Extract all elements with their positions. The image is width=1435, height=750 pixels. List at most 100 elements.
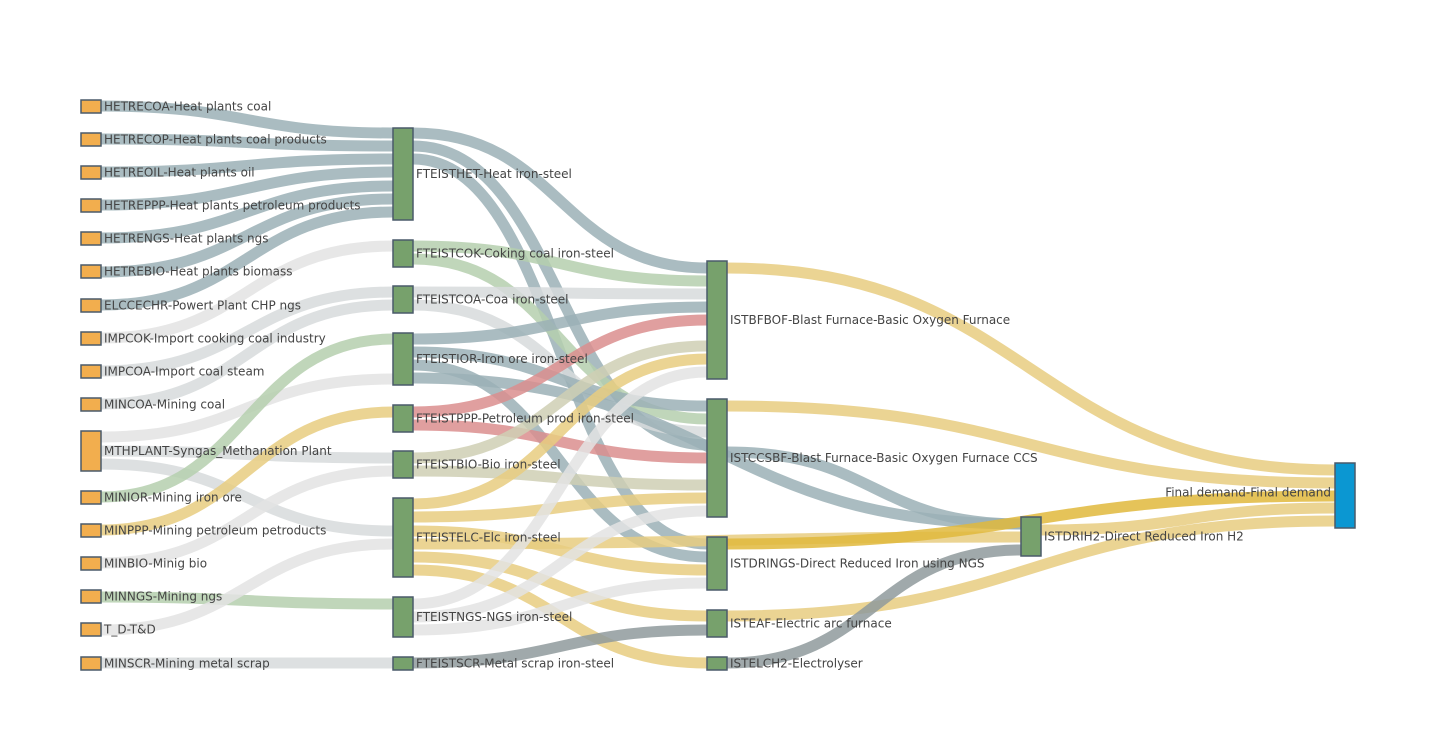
link-hetreppp-to-fteisthet[interactable] bbox=[100, 166, 394, 211]
node-rect-fteistior[interactable] bbox=[392, 332, 414, 386]
link-istbfbof-to-final[interactable] bbox=[726, 262, 1336, 476]
node-rect-minior[interactable] bbox=[80, 490, 102, 505]
node-rect-fteistelc[interactable] bbox=[392, 497, 414, 578]
node-fteisthet[interactable]: FTEISTHET-Heat iron-steel bbox=[392, 127, 572, 221]
node-rect-hetrecop[interactable] bbox=[80, 132, 102, 147]
node-minppp[interactable]: MINPPP-Mining petroleum petroducts bbox=[80, 523, 326, 538]
node-impcok[interactable]: IMPCOK-Import cooking coal industry bbox=[80, 331, 326, 346]
node-minior[interactable]: MINIOR-Mining iron ore bbox=[80, 490, 242, 505]
node-rect-hetrengs[interactable] bbox=[80, 231, 102, 246]
node-rect-fteistppp[interactable] bbox=[392, 404, 414, 433]
node-rect-isteaf[interactable] bbox=[706, 609, 728, 638]
node-rect-istdrih2[interactable] bbox=[1020, 516, 1042, 557]
link-hetreoil-to-fteisthet[interactable] bbox=[100, 153, 394, 178]
link-fteisthet-to-istbfbof[interactable] bbox=[412, 127, 708, 274]
node-rect-minscr[interactable] bbox=[80, 656, 102, 671]
link-impcoa-to-fteistcoa[interactable] bbox=[100, 286, 394, 377]
node-minscr[interactable]: MINSCR-Mining metal scrap bbox=[80, 656, 270, 671]
link-hetrecoa-to-fteisthet[interactable] bbox=[100, 100, 394, 139]
link-fteistior-to-istbfbof[interactable] bbox=[412, 301, 708, 345]
link-fteistppp-to-istbfbof[interactable] bbox=[412, 314, 708, 418]
node-t_d[interactable]: T_D-T&D bbox=[80, 622, 156, 637]
link-mthplant-to-fteistbio[interactable] bbox=[100, 445, 394, 464]
node-final[interactable]: Final demand-Final demand bbox=[1165, 462, 1356, 529]
node-rect-istdrings[interactable] bbox=[706, 536, 728, 591]
link-fteistbio-to-istbfbof[interactable] bbox=[412, 340, 708, 464]
node-hetrecop[interactable]: HETRECOP-Heat plants coal products bbox=[80, 132, 327, 147]
link-fteistelc-to-istbfbof[interactable] bbox=[412, 353, 708, 510]
link-mthplant-to-fteistior[interactable] bbox=[100, 373, 394, 443]
node-rect-final[interactable] bbox=[1334, 462, 1356, 529]
node-mincoa[interactable]: MINCOA-Mining coal bbox=[80, 397, 225, 412]
node-rect-hetrecoa[interactable] bbox=[80, 99, 102, 114]
node-istdrings[interactable]: ISTDRINGS-Direct Reduced Iron using NGS bbox=[706, 536, 984, 591]
node-rect-impcok[interactable] bbox=[80, 331, 102, 346]
node-minbio[interactable]: MINBIO-Minig bio bbox=[80, 556, 207, 571]
node-hetrengs[interactable]: HETRENGS-Heat plants ngs bbox=[80, 231, 269, 246]
node-fteistscr[interactable]: FTEISTSCR-Metal scrap iron-steel bbox=[392, 656, 614, 671]
link-istccsbf-to-final[interactable] bbox=[726, 400, 1336, 489]
node-fteistelc[interactable]: FTEISTELC-Elc iron-steel bbox=[392, 497, 561, 578]
link-mincoa-to-fteistcoa[interactable] bbox=[100, 299, 394, 410]
node-rect-t_d[interactable] bbox=[80, 622, 102, 637]
node-rect-fteistbio[interactable] bbox=[392, 450, 414, 479]
node-hetrebio[interactable]: HETREBIO-Heat plants biomass bbox=[80, 264, 293, 279]
node-rect-istelch2[interactable] bbox=[706, 656, 728, 671]
node-hetreppp[interactable]: HETREPPP-Heat plants petroleum products bbox=[80, 198, 361, 213]
link-minppp-to-fteistppp[interactable] bbox=[100, 406, 394, 536]
node-rect-fteisthet[interactable] bbox=[392, 127, 414, 221]
link-isteaf-to-final[interactable] bbox=[726, 515, 1336, 622]
node-rect-fteistscr[interactable] bbox=[392, 656, 414, 671]
link-fteisthet-to-istdrings[interactable] bbox=[412, 153, 708, 550]
node-rect-elccechr[interactable] bbox=[80, 298, 102, 313]
node-rect-fteistngs[interactable] bbox=[392, 596, 414, 638]
node-mthplant[interactable]: MTHPLANT-Syngas_Methanation Plant bbox=[80, 430, 332, 472]
link-minngs-to-fteistngs[interactable] bbox=[100, 591, 394, 610]
node-fteistcoa[interactable]: FTEISTCOA-Coa iron-steel bbox=[392, 285, 569, 314]
node-rect-minppp[interactable] bbox=[80, 523, 102, 538]
link-minior-to-fteistior[interactable] bbox=[100, 333, 394, 503]
link-hetrebio-to-fteisthet[interactable] bbox=[100, 193, 394, 278]
link-fteistngs-to-istbfbof[interactable] bbox=[412, 366, 708, 610]
node-isteaf[interactable]: ISTEAF-Electric arc furnace bbox=[706, 609, 892, 638]
node-fteistppp[interactable]: FTEISTPPP-Petroleum prod iron-steel bbox=[392, 404, 634, 433]
link-fteistelc-to-istdrings[interactable] bbox=[412, 525, 708, 576]
node-elccechr[interactable]: ELCCECHR-Powert Plant CHP ngs bbox=[80, 298, 301, 313]
link-fteistngs-to-istdrings[interactable] bbox=[412, 577, 708, 636]
link-fteistscr-to-isteaf[interactable] bbox=[412, 624, 708, 669]
link-fteistppp-to-istccsbf[interactable] bbox=[412, 419, 708, 464]
node-rect-fteistcok[interactable] bbox=[392, 239, 414, 268]
link-fteistelc-to-istelch2[interactable] bbox=[412, 564, 708, 669]
node-hetrecoa[interactable]: HETRECOA-Heat plants coal bbox=[80, 99, 271, 114]
link-fteistelc-to-isteaf[interactable] bbox=[412, 551, 708, 622]
link-fteistior-to-istccsbf[interactable] bbox=[412, 346, 708, 412]
link-fteistcoa-to-istbfbof[interactable] bbox=[412, 286, 708, 300]
node-rect-istccsbf[interactable] bbox=[706, 398, 728, 518]
node-istdrih2[interactable]: ISTDRIH2-Direct Reduced Iron H2 bbox=[1020, 516, 1244, 557]
link-istdrih2-to-final[interactable] bbox=[1040, 502, 1336, 536]
node-fteistcok[interactable]: FTEISTCOK-Coking coal iron-steel bbox=[392, 239, 614, 268]
node-rect-minbio[interactable] bbox=[80, 556, 102, 571]
node-rect-hetreoil[interactable] bbox=[80, 165, 102, 180]
link-istccsbf-to-istdrih2[interactable] bbox=[726, 446, 1022, 530]
node-rect-hetreppp[interactable] bbox=[80, 198, 102, 213]
node-hetreoil[interactable]: HETREOIL-Heat plants oil bbox=[80, 165, 255, 180]
link-hetrecop-to-fteisthet[interactable] bbox=[100, 133, 394, 152]
link-t_d-to-fteistelc[interactable] bbox=[100, 538, 394, 636]
node-rect-minngs[interactable] bbox=[80, 589, 102, 604]
link-fteistngs-to-istccsbf[interactable] bbox=[412, 505, 708, 623]
link-hetrengs-to-fteisthet[interactable] bbox=[100, 180, 394, 244]
link-fteistcok-to-istbfbof[interactable] bbox=[412, 240, 708, 287]
node-istelch2[interactable]: ISTELCH2-Electrolyser bbox=[706, 656, 863, 671]
node-rect-istbfbof[interactable] bbox=[706, 260, 728, 380]
node-fteistngs[interactable]: FTEISTNGS-NGS iron-steel bbox=[392, 596, 572, 638]
link-fteistcok-to-istccsbf[interactable] bbox=[412, 253, 708, 425]
node-rect-mincoa[interactable] bbox=[80, 397, 102, 412]
node-rect-fteistcoa[interactable] bbox=[392, 285, 414, 314]
node-rect-hetrebio[interactable] bbox=[80, 264, 102, 279]
link-impcok-to-fteistcok[interactable] bbox=[100, 240, 394, 344]
node-minngs[interactable]: MINNGS-Mining ngs bbox=[80, 589, 222, 604]
node-fteistior[interactable]: FTEISTIOR-Iron ore iron-steel bbox=[392, 332, 588, 386]
node-fteistbio[interactable]: FTEISTBIO-Bio iron-steel bbox=[392, 450, 561, 479]
link-istelch2-to-istdrih2[interactable] bbox=[726, 544, 1022, 669]
